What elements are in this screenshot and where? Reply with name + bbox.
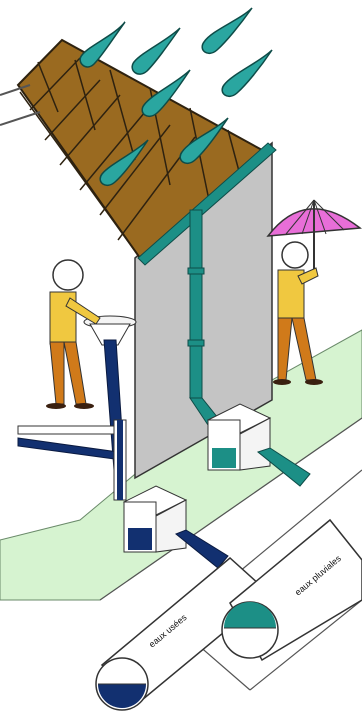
raindrop-icon <box>202 8 252 53</box>
raindrop-icon <box>222 50 272 96</box>
raindrop-icon <box>80 22 125 67</box>
umbrella-icon <box>268 200 360 270</box>
raindrop-icon <box>132 28 180 74</box>
person-icon <box>46 260 100 409</box>
